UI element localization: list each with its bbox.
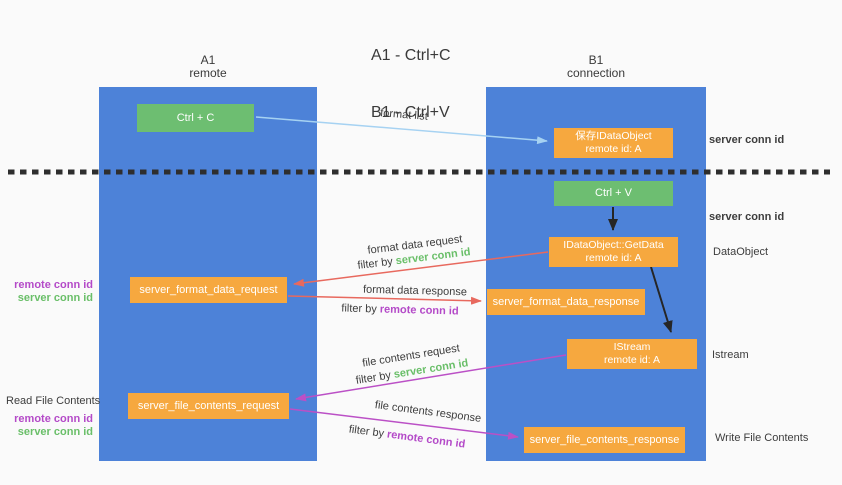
column-a-header: A1 remote (148, 54, 268, 80)
node-ctrl-c-label: Ctrl + C (176, 111, 215, 124)
node-ctrl-v-label: Ctrl + V (595, 187, 632, 199)
filter-by-text: filter by (354, 369, 392, 387)
column-a-subtitle: remote (189, 66, 227, 80)
side-label-remote-conn-id-bottom-left: remote conn id (14, 413, 93, 425)
side-label-dataobject: DataObject (713, 246, 769, 258)
node-ctrl-c: Ctrl + C (137, 104, 254, 132)
node-istream: IStream remote id: A (567, 339, 697, 369)
node-server-format-data-response: server_format_data_response (487, 289, 645, 315)
node-save-idataobject-line2: remote id: A (585, 143, 642, 155)
node-save-idataobject-line1: 保存IDataObject (575, 130, 652, 142)
filter-by-text: filter by (356, 255, 394, 272)
left-conn-id-stack-mid: remote conn id server conn id (0, 279, 93, 305)
left-conn-id-stack-bottom: remote conn id server conn id (0, 413, 93, 439)
node-file-request-label: server_file_contents_request (137, 399, 280, 412)
title-line-1: A1 - Ctrl+C (371, 47, 451, 64)
column-a-name: A1 (200, 53, 216, 67)
side-label-server-conn-id-top-right: server conn id (709, 134, 785, 146)
node-server-format-data-request: server_format_data_request (130, 277, 287, 303)
side-label-server-conn-id-mid-left: server conn id (17, 292, 93, 304)
node-getdata-line2: remote id: A (585, 252, 642, 264)
node-server-file-contents-request: server_file_contents_request (128, 393, 289, 419)
node-istream-line1: IStream (613, 341, 651, 353)
column-b-name: B1 (588, 53, 604, 67)
side-label-server-conn-id-bottom-left: server conn id (17, 426, 93, 438)
diagram-title: A1 - Ctrl+C B1 - Ctrl+V (371, 8, 451, 160)
side-label-istream: Istream (712, 349, 749, 361)
filter-by-text: filter by (341, 302, 377, 316)
remote-conn-id-text: remote conn id (379, 303, 459, 318)
node-istream-line2: remote id: A (603, 354, 661, 366)
edge-label-filter-by-remote-conn-id-bottom: filter byremote conn id (348, 423, 466, 450)
filter-by-text: filter by (348, 423, 385, 440)
side-label-server-conn-id-mid-right: server conn id (709, 211, 785, 223)
node-save-idataobject: 保存IDataObject remote id: A (554, 128, 673, 158)
side-label-read-file-contents: Read File Contents (6, 395, 101, 407)
remote-conn-id-text: remote conn id (386, 428, 466, 451)
node-format-response-label: server_format_data_response (492, 295, 640, 308)
edge-label-file-contents-response: file contents response (374, 399, 482, 425)
node-idataobject-getdata: IDataObject::GetData remote id: A (549, 237, 678, 267)
node-format-request-label: server_format_data_request (139, 283, 278, 296)
node-ctrl-v: Ctrl + V (554, 181, 673, 206)
node-server-file-contents-response: server_file_contents_response (524, 427, 685, 453)
side-label-write-file-contents: Write File Contents (715, 432, 809, 444)
node-file-response-label: server_file_contents_response (529, 433, 680, 446)
node-getdata-line1: IDataObject::GetData (563, 239, 664, 251)
column-b-subtitle: connection (566, 66, 626, 80)
column-b-header: B1 connection (536, 54, 656, 80)
side-label-remote-conn-id-mid-left: remote conn id (14, 279, 93, 291)
edge-label-format-data-response: format data response (362, 283, 468, 299)
